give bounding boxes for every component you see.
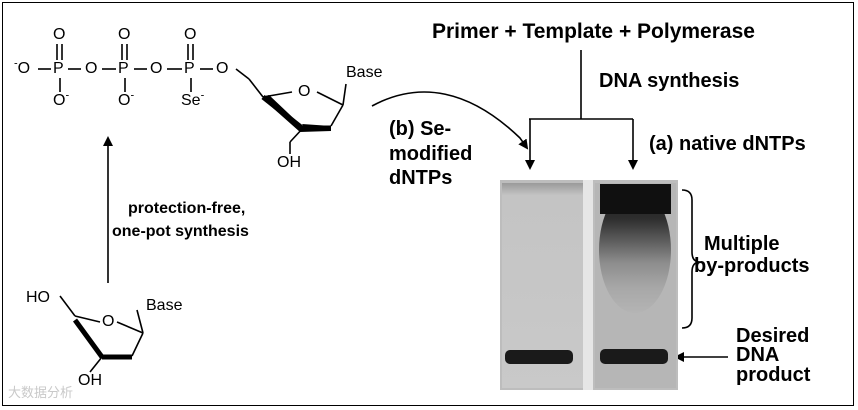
atom-p1: P [53, 60, 64, 77]
label-native-dntps: (a) native dNTPs [649, 133, 806, 155]
figure-frame [2, 2, 854, 406]
top-oh-label: OH [277, 154, 301, 171]
top-ring-wedge-left [261, 95, 304, 130]
atom-p3: P [184, 60, 195, 77]
atom-se: Se- [181, 89, 205, 110]
atom-p2: P [118, 60, 129, 77]
bottom-base-label: Base [146, 297, 183, 314]
charge-minus: - [14, 57, 18, 70]
label-se-modified-line2: modified [389, 143, 473, 165]
atom-o: O [118, 92, 131, 109]
synthesis-note-line1: protection-free, [128, 200, 246, 217]
gel-band-left-product [505, 350, 573, 364]
atom-o-double-1: O [53, 26, 66, 43]
atom-o-double-3: O [184, 26, 197, 43]
gel-band-right-product [600, 349, 668, 364]
se-dntp-curved-arrow [371, 91, 529, 150]
top-ring-oxygen: O [298, 83, 311, 100]
top-molecule-bonds [38, 44, 347, 154]
bottom-ho-label: HO [26, 289, 50, 306]
atom-se-text: Se [181, 92, 201, 109]
atom-o-bridge-3: O [216, 60, 229, 77]
charge-minus: - [65, 89, 70, 102]
atom-o-single-1: O- [53, 89, 70, 110]
charge-minus: - [130, 89, 135, 102]
by-products-line1: Multiple [704, 233, 780, 255]
atom-o-bridge-1: O [85, 60, 98, 77]
bottom-ring-wedge-left [72, 318, 105, 359]
charge-minus: - [200, 89, 205, 102]
atom-o-single-2: O- [118, 89, 135, 110]
gel-image [500, 180, 678, 390]
desired-product-line1: Desired [736, 325, 810, 347]
phosphate-o-minus: -O [14, 57, 31, 78]
dna-synthesis-label: DNA synthesis [599, 70, 740, 92]
label-se-modified-line1: (b) Se- [389, 118, 452, 140]
bottom-ring-oxygen: O [102, 313, 115, 330]
synthesis-note-line2: one-pot synthesis [112, 223, 249, 240]
desired-product-line3: product [736, 364, 811, 386]
atom-o: O [53, 92, 66, 109]
atom-o: O [17, 60, 31, 77]
watermark: 大数据分析 [8, 385, 74, 400]
label-se-modified-line3: dNTPs [389, 167, 453, 189]
bottom-oh-label: OH [78, 372, 102, 389]
atom-o-double-2: O [118, 26, 131, 43]
desired-product-line2: DNA [736, 344, 780, 366]
by-products-line2: by-products [694, 255, 810, 277]
bottom-molecule-bonds [59, 295, 144, 373]
top-base-label: Base [346, 64, 383, 81]
header-title: Primer + Template + Polymerase [432, 20, 755, 43]
by-products-brace [681, 189, 701, 329]
atom-o-bridge-2: O [150, 60, 163, 77]
